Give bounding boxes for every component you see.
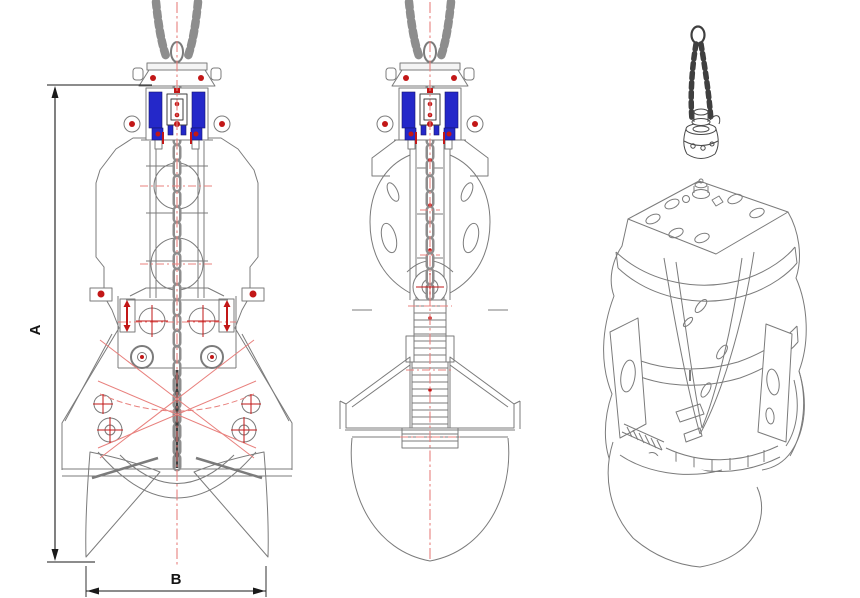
iso-plate-holes [645, 193, 765, 244]
bowl-shell [350, 437, 510, 562]
side-view [339, 2, 521, 562]
iso-chain [688, 25, 714, 123]
iso-front-arms [663, 251, 755, 435]
isometric-view [603, 25, 807, 568]
dimension-b-lines [85, 566, 267, 597]
dimension-a-label: A [27, 324, 44, 335]
iso-body [603, 178, 807, 568]
dimension-b: B [85, 566, 267, 597]
pulley-crosshairs [93, 305, 261, 443]
dimension-b-arrows [87, 587, 265, 595]
pulley-center-dots [97, 290, 257, 359]
dimension-a-arrows [51, 86, 59, 561]
iso-blade-inner-edge [619, 454, 723, 475]
iso-left-edge [603, 218, 629, 469]
iso-center-fitting [682, 178, 724, 207]
dimension-b-label: B [171, 571, 182, 588]
iso-right-edge [787, 211, 807, 457]
iso-slots [682, 298, 728, 398]
iso-right-wing-plate [757, 323, 793, 443]
iso-shell-blade [607, 441, 762, 568]
iso-hub [683, 108, 721, 159]
blade-arc-inner [119, 454, 235, 484]
front-view [60, 2, 294, 565]
iso-left-wing-plate [609, 317, 647, 439]
dimension-a: A [27, 84, 152, 563]
side-horizontal-centerlines [400, 209, 460, 438]
iso-right-skirt [761, 370, 805, 471]
cylinder-stroke-arrows [123, 300, 231, 332]
dimension-a-lines [47, 84, 152, 563]
lifting-ring [690, 25, 706, 45]
